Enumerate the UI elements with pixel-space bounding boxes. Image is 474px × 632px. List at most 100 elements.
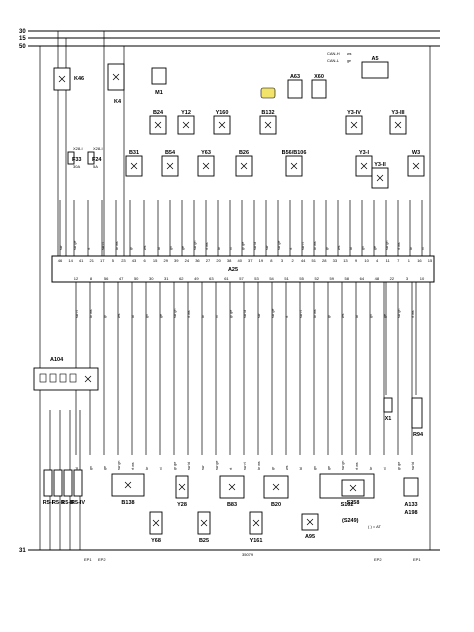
wire-color-bottom: gn [145,314,149,318]
comp-a5-label: A5 [371,56,378,62]
s249-alt-label: (S249) [342,518,359,524]
ground-ep1-right: EP1 [413,557,421,562]
ecu-bottom-pin: 58 [345,276,350,281]
comp-y3-iv-label: Y3-IV [347,110,361,116]
wire-color-lower: gr ge [397,462,401,470]
wire-color-bottom: sw ge [271,309,275,318]
ecu-bottom-pin: 8 [90,276,93,281]
comp-a5 [361,61,389,79]
comp-row2-7-symbol [412,162,420,170]
wire-color-lower: gr ge [173,462,177,470]
comp-a63-label: A63 [290,74,300,80]
relay-a104-label: A104 [50,357,64,363]
a104-cell [49,373,57,383]
comp-a133-label: A133 [404,502,417,508]
a104-cell [39,373,47,383]
wire-color-top: sw gn [193,241,197,250]
wire-color-bottom: rt ws [411,310,415,318]
can-h-wire: ws [347,52,352,56]
wire-color-top: br [409,246,413,250]
comp-a63 [287,79,303,99]
ecu-label: A25 [228,267,238,273]
wire-color-bottom: rt [285,316,289,318]
comp-a133 [403,477,419,497]
wire-color-bottom: ws [341,313,345,318]
ecu-top-pin: 43 [132,258,137,263]
drawing-number: 35079 [242,552,254,557]
wire-color-lower: sw gn [341,461,345,470]
wire-color-bottom: sw [257,313,261,318]
wire-color-lower: sw rt [243,462,247,470]
comp-b132-label: B132 [261,110,274,116]
comp-y3-iv-symbol [350,121,358,129]
ecu-bottom-pin: 61 [224,276,229,281]
ecu-bottom-pin: 55 [299,276,304,281]
comp-row2-3-label: B26 [239,150,249,156]
comp-row2-0-label: B31 [129,150,139,156]
ecu-top-pin: 39 [174,258,179,263]
ecu-bottom-pin: 63 [209,276,214,281]
ecu-top-pin: 16 [417,258,422,263]
ecu-bottom-pin: 53 [254,276,259,281]
wire-color-bottom: br ws [313,309,317,318]
comp-row2-1-symbol [166,162,174,170]
ecu-top-pin: 6 [143,258,146,263]
wire-color-bottom: gr ge [229,310,233,318]
wire-color-top: gr [129,246,133,250]
comp-row2-2-symbol [202,162,210,170]
ecu-bottom-pin: 51 [284,276,289,281]
wire-color-bottom: vi [215,315,219,318]
ecu-bottom-pin: 50 [134,276,139,281]
wire-color-bottom: sw bl [243,310,247,318]
ecu-top-pin: 27 [206,258,211,263]
comp-b132-symbol [264,121,272,129]
wire-color-bottom: br [201,314,205,318]
ecu-top-pin: 11 [386,258,391,263]
wire-color-top: sw [265,245,269,250]
wires [39,31,431,550]
comp-y68-symbol [152,519,160,527]
comp-b25-label: B25 [199,538,209,544]
ecu-top-pin: 21 [89,258,94,263]
comp-x60-label: X60 [314,74,324,80]
wire-color-top: rt ws [205,242,209,250]
wire-color-top: sw ge [73,241,77,250]
wire-color-bottom: gr [327,314,331,318]
ecu-bottom-pin: 64 [360,276,365,281]
comp-b24-symbol [154,121,162,129]
comp-y160-label: Y160 [216,110,229,116]
ecu-top-pin: 51 [311,258,316,263]
wire-color-bottom: ge [159,314,163,318]
comp-b83-symbol [228,483,236,491]
plug-label-r5-ii: R5-II [52,500,64,506]
comp-y28-label: Y28 [177,502,187,508]
ground-ep2-left: EP2 [98,557,106,562]
wire-color-top: br [217,246,221,250]
ecu-top-pin: 36 [195,258,200,263]
wire-color-lower: gn [89,466,93,470]
comp-row2-6-symbol [376,174,384,182]
wire-color-top: sw [59,245,63,250]
wire-color-lower: bl [75,467,79,470]
plug-r5-i [43,469,53,497]
wire-color-bottom: br ws [89,309,93,318]
ecu-bottom-pin: 49 [194,276,199,281]
comp-row2-7-label: W3 [412,150,420,156]
fuse-f33-loc: X28-I [73,146,83,151]
wire-color-bottom: sw rt [299,310,303,318]
ecu-bottom-pin: 3 [406,276,409,281]
comp-a198-label: A198 [404,510,417,516]
ecu-bottom-pin: 10 [420,276,425,281]
wire-color-top: sw rt [301,242,305,250]
fuse-f24-loc: X28-I [93,146,103,151]
ecu-bottom-pin: 48 [375,276,380,281]
wire-color-bottom: ge [383,314,387,318]
ecu-top-pin: 14 [68,258,73,263]
ecu-top-pin: 1 [408,258,411,263]
can-l-label: CAN-L [327,58,340,63]
wire-color-lower: ge [327,466,331,470]
